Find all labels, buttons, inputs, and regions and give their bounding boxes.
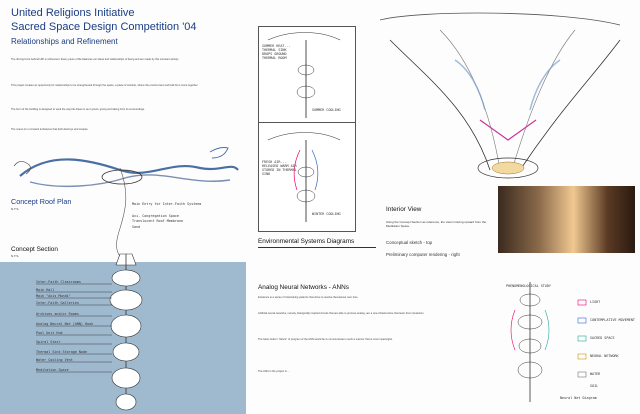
ann-title: Analog Neural Networks - ANNs [258,284,349,291]
winter-cooling-label: WINTER COOLING [312,212,341,216]
detail-item-6: SOIL [590,384,599,388]
env-title-rule [258,247,376,248]
interior-note: Using the Concept Section as reference, … [386,220,487,228]
roof-plan-scale: N.T.S. [11,207,20,211]
conceptual-sketch-caption: Conceptual sketch - top [386,240,433,245]
detail-item-2: CONTEMPLATIVE MOVEMENT [590,318,635,322]
ann-paragraph-3: The basic built-in "desire" of program o… [258,338,393,341]
environmental-systems-title: Environmental Systems Diagrams [258,238,355,245]
section-callout-7: Pool Unit Hub [36,331,63,335]
roof-plan-title: Concept Roof Plan [11,197,72,206]
concept-section-scale: N.T.S. [11,254,20,258]
detail-item-5: WATER [590,372,601,376]
interior-view-title: Interior View [386,206,422,213]
section-callout-11: Meditation Space [36,368,69,372]
summer-note: SUMMER HEAT... THERMAL SINK DROPS GROUND… [262,44,291,60]
section-callout-9: Thermal Sink Storage Node [36,350,88,354]
section-callout-6: Analog Neural Net (ANN) Hook [36,322,94,326]
section-callout-10: Water Cooling Vent [36,358,73,362]
interior-rendering-image [498,186,635,253]
section-callout-8: Spiral Stair [36,340,61,344]
detail-heading: PHENOMENOLOGICAL STUDY [506,284,551,288]
section-callout-1: Inter-Faith Classrooms [36,280,81,284]
board-subtitle: Sacred Space Design Competition '04 [11,21,197,33]
winter-note: FRESH AIR... RELEASED WARM AIR STORED IN… [262,160,297,176]
section-callout-3: Main "Axis Mundi" [36,294,71,298]
roof-callout-4: Sand [132,225,141,229]
intro-paragraph-3: The form of the building is designed to … [11,108,145,111]
detail-item-1: LIGHT [590,300,601,304]
roof-callout-2: Avi. Congregation Space [132,214,179,218]
intro-paragraph-4: The ocean is in constant turbulence that… [11,128,89,131]
ann-paragraph-1: Existence is a series of intertwining pa… [258,296,359,299]
section-callout-4: Inter-Faith Galleries [36,301,79,305]
summer-cooling-label: SUMMER COOLING [312,108,341,112]
intro-paragraph-1: The driving force behind URI is refineme… [11,58,179,61]
ocean-section-background [0,262,246,414]
neural-net-caption: Neural Net Diagram [560,396,597,400]
section-heading: Relationships and Refinement [11,37,118,46]
detail-item-4: NEURAL NETWORK [590,354,619,358]
concept-section-title: Concept Section [11,246,58,253]
section-callout-2: Main Hall [36,288,55,292]
section-callout-5: Archives and/or Rooms [36,312,79,316]
rendering-caption: Preliminary computer rendering - right [386,252,460,257]
ann-paragraph-4: The ANN in the project is ... [258,370,290,373]
ann-paragraph-2: Artificial neural networks, namely, biol… [258,312,425,315]
roof-callout-3: Translucent Roof Membrane [132,219,184,223]
intro-paragraph-2: This project creates an opportunity for … [11,84,199,87]
roof-callout-1: Main Entry for Inter-Faith Systems [132,202,202,206]
board-title: United Religions Initiative [11,7,135,19]
detail-item-3: SACRED SPACE [590,336,615,340]
